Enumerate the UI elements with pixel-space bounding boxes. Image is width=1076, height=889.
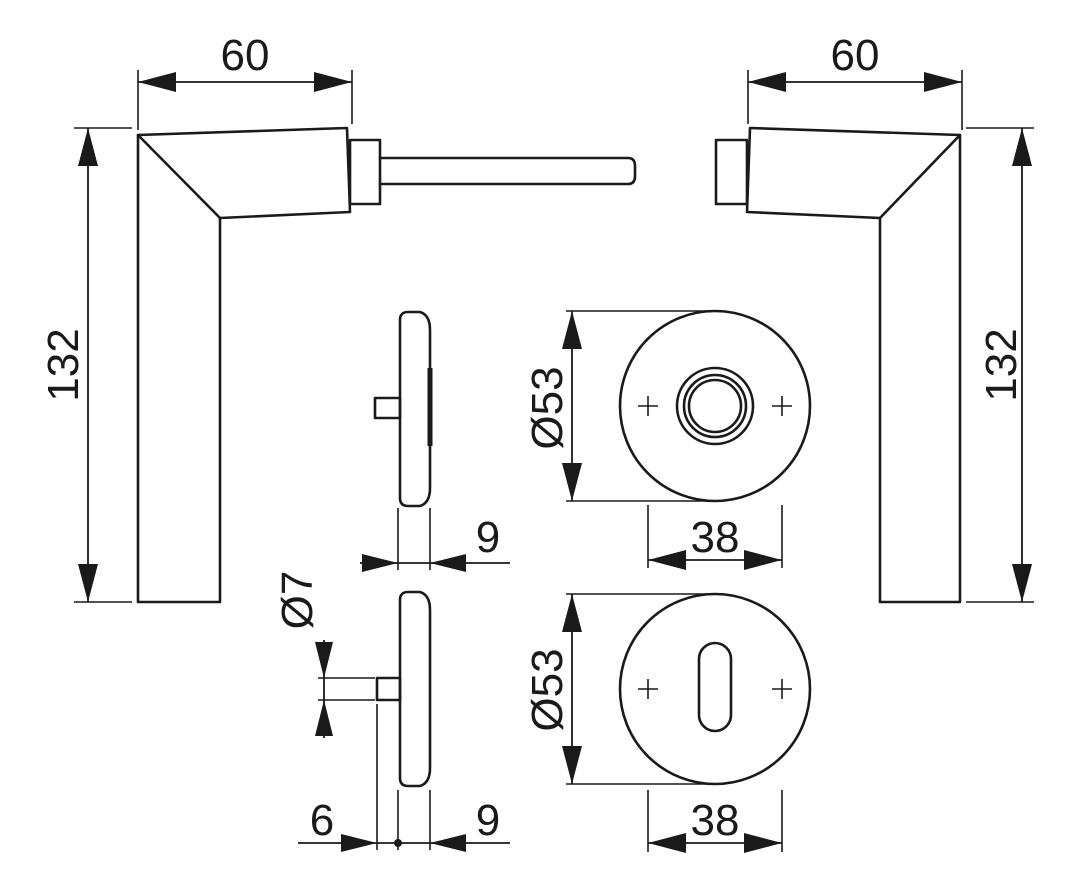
rose-diameter-label-top: Ø53	[523, 366, 572, 449]
pin-diameter-dimension: Ø7	[273, 571, 375, 738]
rose-side-view-top	[373, 310, 433, 508]
screw-mark-icon	[638, 679, 658, 699]
rose-thickness-label-top: 9	[476, 513, 500, 562]
pin-diameter-label: Ø7	[273, 571, 322, 630]
key-rose-front-view	[618, 592, 812, 786]
rose-inner-dimension-top: 38	[647, 505, 783, 570]
pin-length-label: 6	[310, 796, 334, 845]
left-lever-handle	[136, 126, 637, 604]
screw-mark-icon	[772, 396, 792, 416]
left-width-label: 60	[221, 31, 270, 80]
right-lever-handle	[714, 126, 962, 604]
rose-inner-label-top: 38	[691, 513, 740, 562]
keyhole-slot	[697, 641, 733, 733]
left-height-label: 132	[39, 328, 88, 401]
rose-front-view-top	[618, 309, 812, 503]
right-height-label: 132	[977, 328, 1026, 401]
right-height-dimension: 132	[966, 127, 1034, 603]
rose-inner-label-bottom: 38	[691, 796, 740, 845]
rose-diameter-dimension-top: Ø53	[523, 310, 708, 502]
left-width-dimension: 60	[137, 31, 353, 130]
right-width-label: 60	[831, 31, 880, 80]
rose-diameter-label-bottom: Ø53	[523, 648, 572, 731]
rose-diameter-dimension-bottom: Ø53	[523, 593, 708, 785]
screw-mark-icon	[772, 679, 792, 699]
right-width-dimension: 60	[747, 31, 963, 130]
screw-mark-icon	[638, 396, 658, 416]
rose-side-view-bottom	[375, 590, 432, 788]
pin-length-dimension: 6 9	[298, 704, 510, 852]
rose-thickness-dimension-top: 9	[360, 508, 510, 572]
rose-inner-dimension-bottom: 38	[647, 790, 783, 853]
left-height-dimension: 132	[39, 127, 132, 603]
rose-thickness-label-bottom: 9	[476, 796, 500, 845]
